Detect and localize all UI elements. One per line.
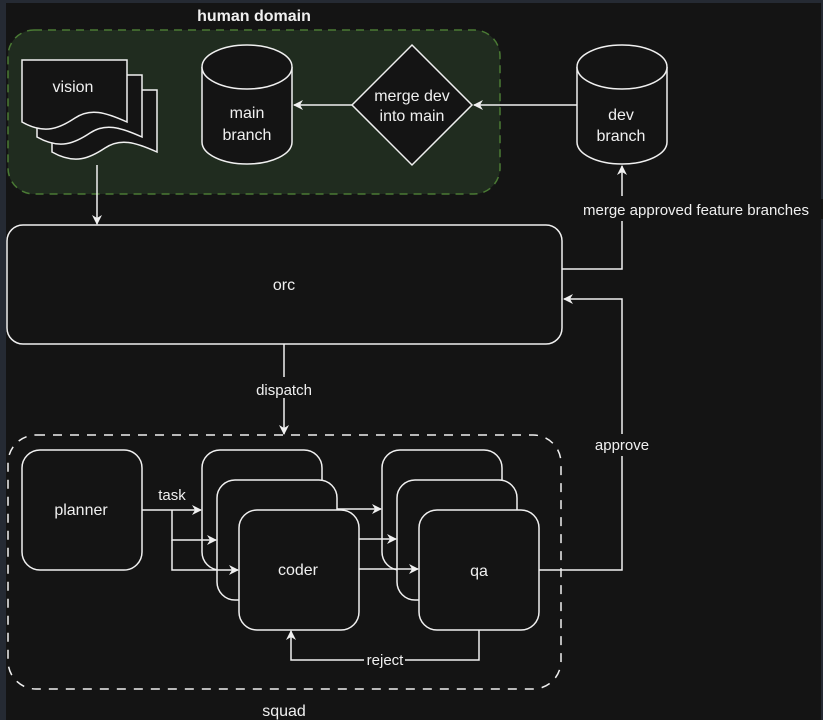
vision-node[interactable] bbox=[21, 59, 158, 160]
edge-orc-to-merge-label bbox=[562, 221, 623, 270]
merge-dev-into-main-node[interactable] bbox=[350, 43, 474, 167]
merge-label-2: into main bbox=[380, 108, 445, 125]
window-frame-right bbox=[821, 0, 823, 720]
edge-approve-to-orc bbox=[563, 294, 623, 434]
coder-label: coder bbox=[278, 562, 319, 579]
vision-label: vision bbox=[53, 79, 94, 96]
edge-reject-to-coder bbox=[286, 630, 364, 661]
orc-label: orc bbox=[273, 277, 295, 294]
task-label: task bbox=[158, 487, 186, 504]
window-frame-left bbox=[0, 0, 6, 720]
window-frame-top bbox=[0, 0, 823, 3]
edge-qa-to-approve bbox=[539, 456, 623, 571]
qa-label: qa bbox=[470, 563, 488, 580]
merge-label-1: merge dev bbox=[374, 88, 450, 105]
merge-approved-label: merge approved feature branches bbox=[583, 202, 809, 219]
approve-label: approve bbox=[595, 437, 649, 454]
coder-stack[interactable] bbox=[201, 449, 360, 631]
coder-card-front[interactable] bbox=[238, 509, 360, 631]
squad-label: squad bbox=[262, 703, 306, 720]
reject-label: reject bbox=[367, 652, 405, 669]
dev-branch-node[interactable] bbox=[576, 44, 668, 165]
main-branch-label-2: branch bbox=[223, 127, 272, 144]
main-branch-label-1: main bbox=[230, 105, 265, 122]
dispatch-label: dispatch bbox=[256, 382, 312, 399]
planner-label: planner bbox=[54, 502, 108, 519]
edge-task-to-coder-front bbox=[171, 540, 239, 575]
dev-branch-label-1: dev bbox=[608, 107, 634, 124]
human-domain-label: human domain bbox=[197, 8, 311, 25]
merge-approved-label-bg bbox=[568, 199, 823, 219]
main-branch-node[interactable] bbox=[201, 44, 293, 165]
edge-qa-to-reject bbox=[405, 630, 480, 661]
dev-branch-label-2: branch bbox=[597, 128, 646, 145]
qa-stack[interactable] bbox=[381, 449, 540, 631]
